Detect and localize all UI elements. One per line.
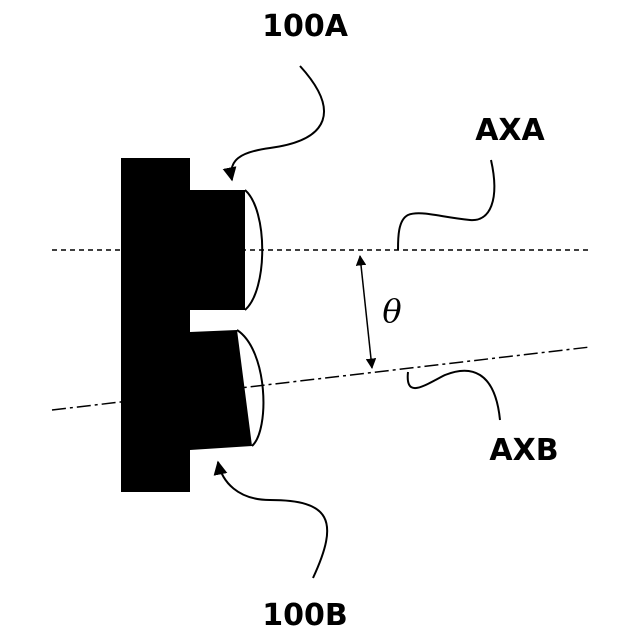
leader-axb: [408, 371, 500, 420]
label-100b: 100B: [262, 598, 348, 633]
label-axa: AXA: [475, 113, 545, 148]
mount-plate: [121, 158, 252, 492]
angle-arrow: [360, 256, 372, 368]
leader-100b: [218, 462, 327, 578]
label-100a: 100A: [262, 9, 349, 44]
label-axb: AXB: [489, 433, 558, 468]
leader-axa: [398, 160, 494, 250]
leader-100a: [231, 66, 324, 180]
label-theta: θ: [382, 292, 401, 330]
